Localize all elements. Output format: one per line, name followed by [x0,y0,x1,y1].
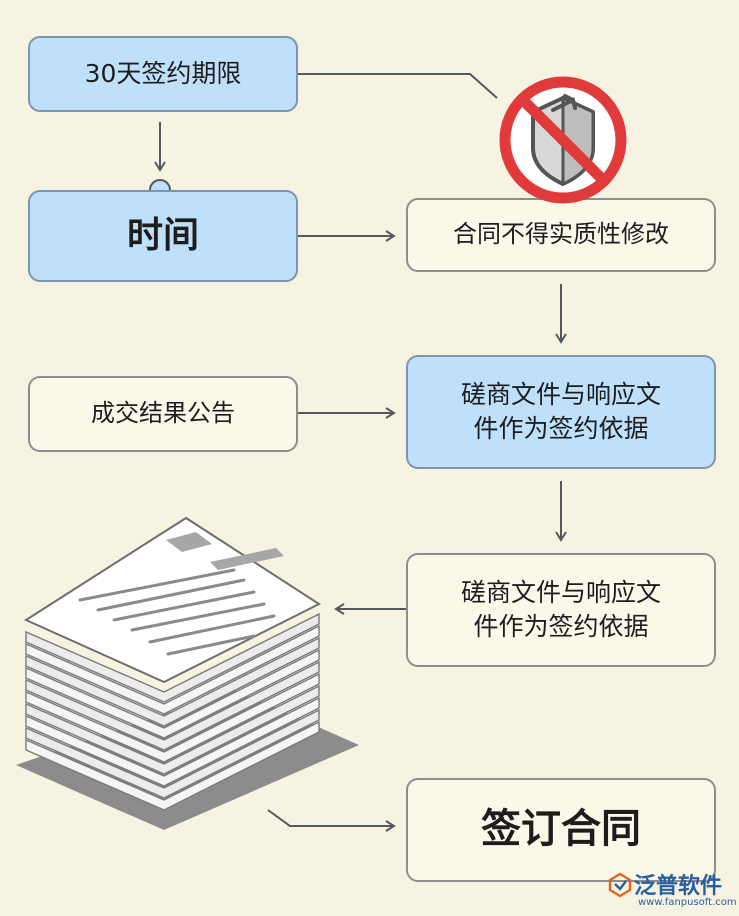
watermark-name: 泛普软件 [634,874,723,899]
basis-box-secondary: 磋商文件与响应文 件作为签约依据 [406,553,716,667]
no-modification-box: 合同不得实质性修改 [406,198,716,272]
no-edit-icon [499,76,627,204]
basis-box-primary: 磋商文件与响应文 件作为签约依据 [406,355,716,469]
announcement-label: 成交结果公告 [91,399,235,428]
watermark-url: www.fanpusoft.com [638,897,737,908]
deadline-label: 30天签约期限 [84,58,242,88]
document-stack-icon [16,516,359,830]
basis-primary-line-1: 磋商文件与响应文 [460,379,661,409]
watermark-logo-icon [608,872,632,898]
basis-primary-line-2: 件作为签约依据 [473,414,649,443]
arrow-documents-to-sign [267,809,396,832]
sign-contract-label: 签订合同 [481,806,641,853]
sign-contract-box: 签订合同 [406,778,716,882]
watermark: 泛普软件 www.fanpusoft.com [608,866,737,912]
deadline-box: 30天签约期限 [28,36,298,112]
no-modification-label: 合同不得实质性修改 [453,220,669,249]
time-box: 时间 [28,190,298,282]
basis-secondary-line-1: 磋商文件与响应文 [460,577,661,607]
basis-secondary-line-2: 件作为签约依据 [473,612,649,641]
time-label: 时间 [126,215,199,257]
announcement-box: 成交结果公告 [28,376,298,452]
connector-deadline-to-sign [298,73,498,99]
